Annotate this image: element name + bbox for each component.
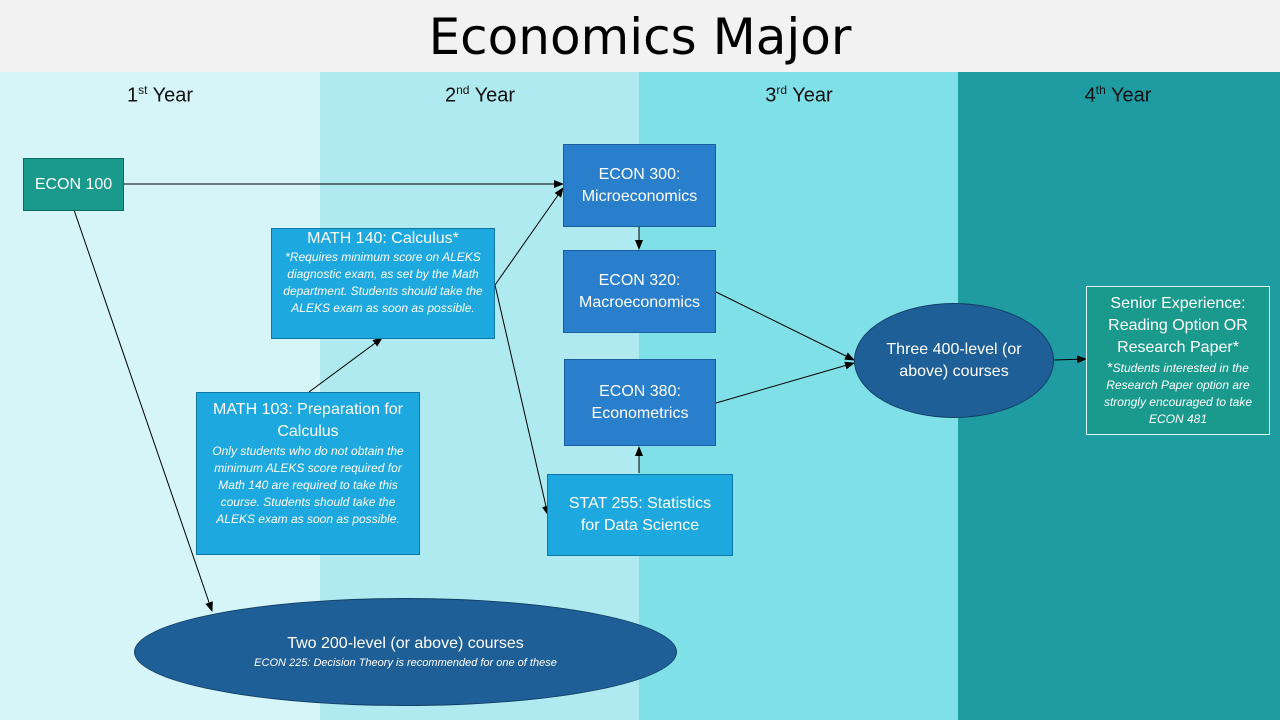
node-econ320: ECON 320: Macroeconomics [563,250,716,333]
year-1-header: 1st Year [126,83,194,107]
node-econ380: ECON 380: Econometrics [564,359,716,446]
page-title: Economics Major [428,8,852,66]
node-stat255: STAT 255: Statistics for Data Science [547,474,733,556]
year-3-header: 3rd Year [765,83,833,107]
year-4-header: 4th Year [1084,83,1152,107]
node-math140: MATH 140: Calculus* *Requires minimum sc… [271,228,495,339]
year-2-header: 2nd Year [444,83,516,107]
node-two-200-level: Two 200-level (or above) courses ECON 22… [134,598,677,706]
node-econ100: ECON 100 [23,158,124,211]
node-three-400-level: Three 400-level (or above) courses [854,303,1054,418]
title-bar: Economics Major [0,0,1280,72]
node-math103: MATH 103: Preparation for Calculus Only … [196,392,420,555]
node-senior-experience: Senior Experience: Reading Option OR Res… [1086,286,1270,435]
node-econ300: ECON 300: Microeconomics [563,144,716,227]
